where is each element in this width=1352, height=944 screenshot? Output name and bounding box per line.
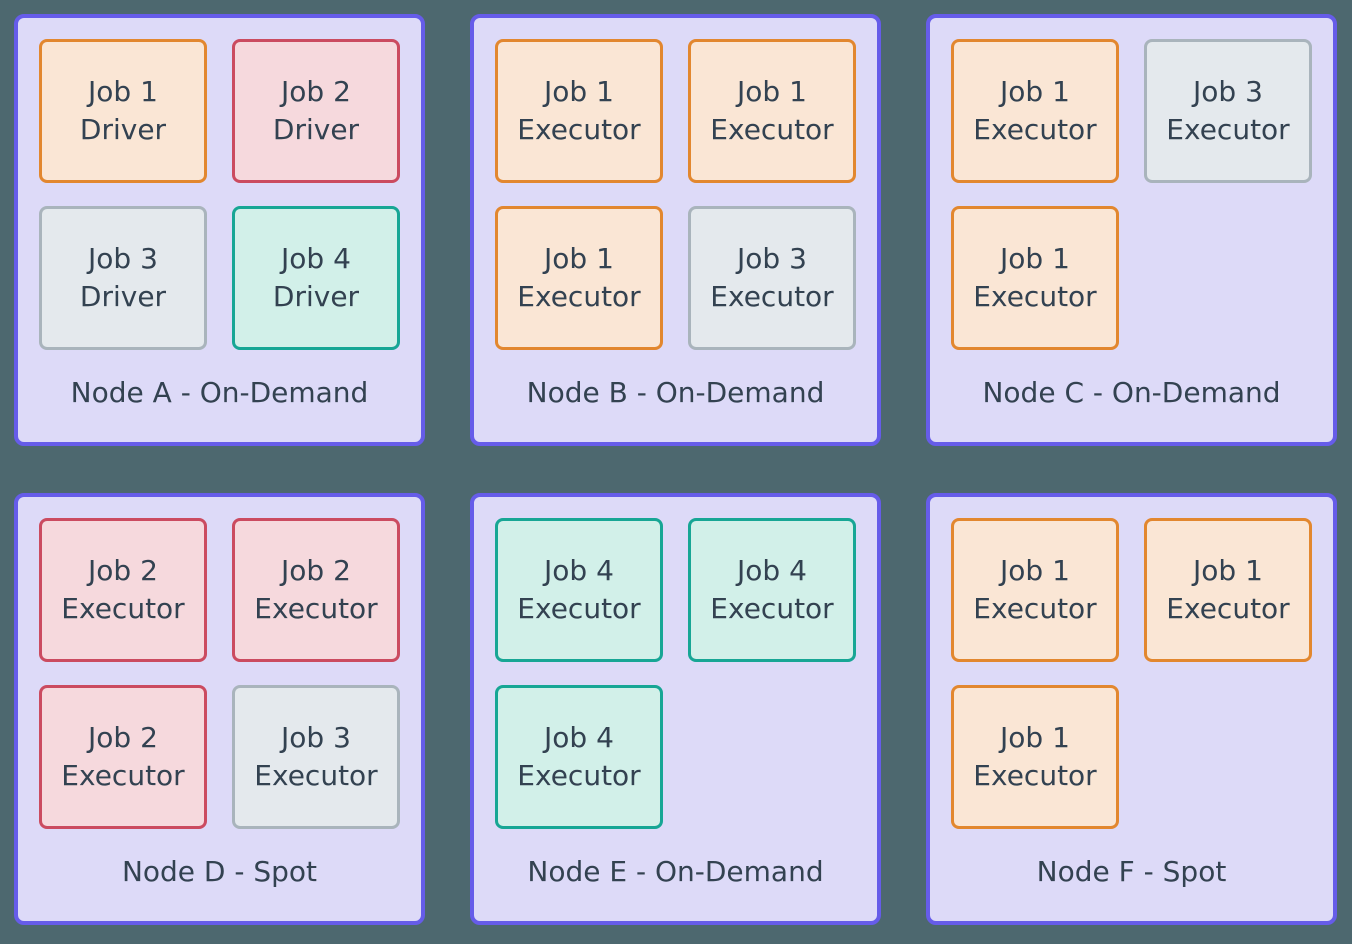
- node-a: Job 1 Driver Job 2 Driver Job 3 Driver J…: [14, 14, 425, 446]
- job-box: Job 1 Executor: [688, 39, 856, 183]
- job-role: Executor: [254, 759, 378, 792]
- job-title: Job 1: [544, 75, 614, 108]
- job-role: Executor: [710, 113, 834, 146]
- job-title: Job 4: [544, 721, 614, 754]
- job-title: Job 3: [1193, 75, 1263, 108]
- job-title: Job 4: [544, 554, 614, 587]
- job-role: Executor: [710, 280, 834, 313]
- node-caption: Node A - On-Demand: [70, 376, 369, 409]
- job-box: Job 4 Executor: [495, 685, 663, 829]
- job-box: Job 4 Driver: [232, 206, 400, 350]
- job-box: Job 1 Executor: [951, 39, 1119, 183]
- node-d-jobs: Job 2 Executor Job 2 Executor Job 2 Exec…: [39, 518, 400, 829]
- job-box: Job 4 Executor: [495, 518, 663, 662]
- job-box: Job 3 Executor: [688, 206, 856, 350]
- job-box: Job 3 Driver: [39, 206, 207, 350]
- job-title: Job 1: [737, 75, 807, 108]
- job-box: Job 4 Executor: [688, 518, 856, 662]
- job-box: Job 1 Driver: [39, 39, 207, 183]
- node-caption: Node F - Spot: [1036, 855, 1227, 888]
- node-f: Job 1 Executor Job 1 Executor Job 1 Exec…: [926, 493, 1337, 925]
- job-box: Job 2 Executor: [39, 685, 207, 829]
- node-caption: Node C - On-Demand: [982, 376, 1281, 409]
- node-c-jobs: Job 1 Executor Job 3 Executor Job 1 Exec…: [951, 39, 1312, 350]
- job-box: Job 2 Executor: [232, 518, 400, 662]
- job-box: Job 1 Executor: [495, 206, 663, 350]
- job-title: Job 4: [737, 554, 807, 587]
- job-box: Job 3 Executor: [1144, 39, 1312, 183]
- job-box: Job 2 Driver: [232, 39, 400, 183]
- job-title: Job 2: [88, 721, 158, 754]
- job-box: Job 1 Executor: [951, 206, 1119, 350]
- job-box: Job 1 Executor: [951, 518, 1119, 662]
- job-role: Executor: [710, 592, 834, 625]
- job-title: Job 1: [1000, 242, 1070, 275]
- node-b: Job 1 Executor Job 1 Executor Job 1 Exec…: [470, 14, 881, 446]
- job-role: Executor: [973, 592, 1097, 625]
- job-title: Job 1: [1000, 554, 1070, 587]
- job-role: Executor: [1166, 592, 1290, 625]
- node-f-jobs: Job 1 Executor Job 1 Executor Job 1 Exec…: [951, 518, 1312, 829]
- job-title: Job 1: [88, 75, 158, 108]
- job-role: Executor: [61, 759, 185, 792]
- job-role: Executor: [973, 113, 1097, 146]
- job-title: Job 3: [88, 242, 158, 275]
- job-title: Job 3: [281, 721, 351, 754]
- node-caption: Node D - Spot: [121, 855, 318, 888]
- job-role: Driver: [79, 280, 167, 313]
- job-role: Driver: [272, 113, 360, 146]
- job-role: Driver: [272, 280, 360, 313]
- job-title: Job 2: [281, 554, 351, 587]
- node-d: Job 2 Executor Job 2 Executor Job 2 Exec…: [14, 493, 425, 925]
- job-box: Job 1 Executor: [1144, 518, 1312, 662]
- job-title: Job 1: [1193, 554, 1263, 587]
- job-role: Executor: [517, 759, 641, 792]
- job-title: Job 2: [88, 554, 158, 587]
- node-e-jobs: Job 4 Executor Job 4 Executor Job 4 Exec…: [495, 518, 856, 829]
- job-box: Job 3 Executor: [232, 685, 400, 829]
- node-caption: Node E - On-Demand: [527, 855, 824, 888]
- node-e: Job 4 Executor Job 4 Executor Job 4 Exec…: [470, 493, 881, 925]
- node-b-jobs: Job 1 Executor Job 1 Executor Job 1 Exec…: [495, 39, 856, 350]
- node-caption: Node B - On-Demand: [526, 376, 825, 409]
- job-title: Job 1: [1000, 721, 1070, 754]
- job-title: Job 3: [737, 242, 807, 275]
- job-role: Executor: [1166, 113, 1290, 146]
- node-c: Job 1 Executor Job 3 Executor Job 1 Exec…: [926, 14, 1337, 446]
- job-title: Job 2: [281, 75, 351, 108]
- job-role: Driver: [79, 113, 167, 146]
- job-title: Job 1: [544, 242, 614, 275]
- job-role: Executor: [973, 759, 1097, 792]
- job-box: Job 1 Executor: [951, 685, 1119, 829]
- node-a-jobs: Job 1 Driver Job 2 Driver Job 3 Driver J…: [39, 39, 400, 350]
- job-role: Executor: [973, 280, 1097, 313]
- job-box: Job 2 Executor: [39, 518, 207, 662]
- job-role: Executor: [517, 280, 641, 313]
- job-role: Executor: [517, 592, 641, 625]
- job-title: Job 4: [281, 242, 351, 275]
- job-box: Job 1 Executor: [495, 39, 663, 183]
- job-title: Job 1: [1000, 75, 1070, 108]
- job-role: Executor: [254, 592, 378, 625]
- job-role: Executor: [61, 592, 185, 625]
- job-role: Executor: [517, 113, 641, 146]
